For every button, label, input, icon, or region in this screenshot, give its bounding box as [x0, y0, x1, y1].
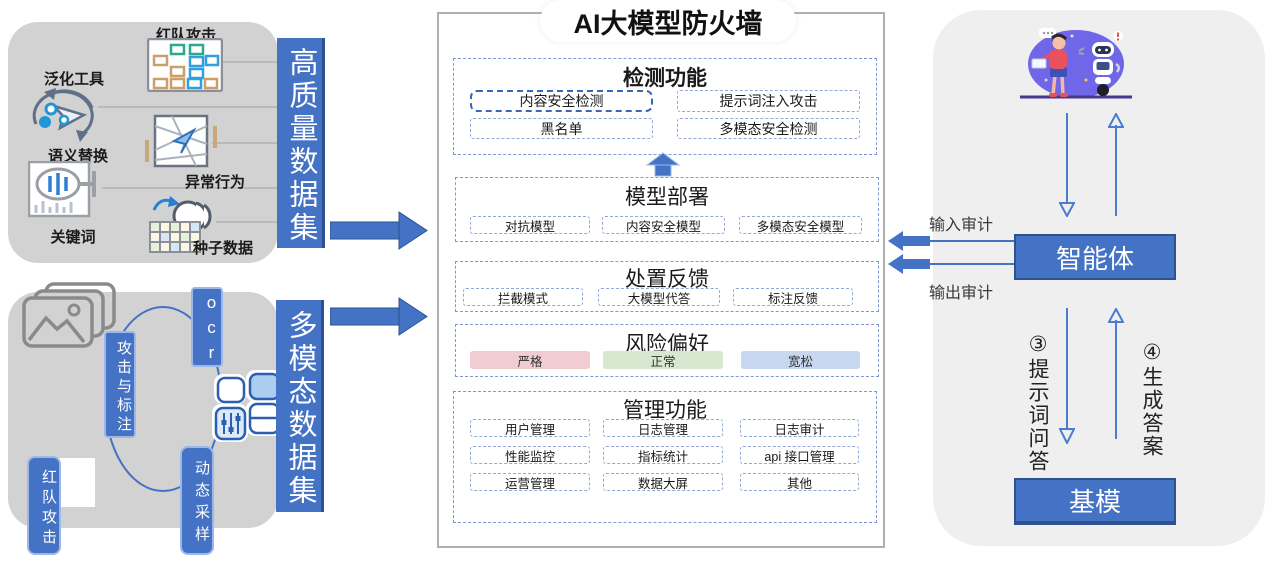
attack-annotate-pill: 攻击与标注 [104, 331, 136, 438]
chip-multimodal-safety-model[interactable]: 多模态安全模型 [739, 216, 862, 234]
connector-line [216, 221, 278, 223]
up-arrow-icon [645, 152, 681, 177]
chip-llm-proxy-answer[interactable]: 大模型代答 [598, 288, 720, 306]
connector-line [102, 187, 278, 189]
step4-gen-answer-label: ④生成答案 [1140, 340, 1163, 458]
chip-prompt-injection-attack[interactable]: 提示词注入攻击 [677, 90, 860, 112]
user-to-agent-arrow [1059, 113, 1075, 217]
section-detection-title: 检测功能 [623, 67, 707, 90]
dynamic-sampling-pill: 动态采样 [180, 446, 214, 555]
agent-node: 智能体 [1014, 234, 1176, 280]
input-audit-label: 输入审计 [929, 217, 994, 234]
section-disposition-title: 处置反馈 [625, 268, 709, 291]
chip-log-management[interactable]: 日志管理 [603, 419, 723, 437]
seed-data-label: 种子数据 [192, 240, 253, 257]
chip-multimodal-safety-detection[interactable]: 多模态安全检测 [677, 118, 860, 139]
high-quality-dataset-banner: 高质量数据集 [277, 38, 325, 248]
chip-annotation-feedback[interactable]: 标注反馈 [733, 288, 853, 306]
red-team-attack-pill: 红队攻击 [27, 456, 61, 555]
multimodal-to-firewall-arrow [330, 297, 428, 336]
generalize-tool-label: 泛化工具 [43, 71, 104, 88]
chip-user-management[interactable]: 用户管理 [470, 419, 590, 437]
chip-blacklist[interactable]: 黑名单 [470, 118, 653, 139]
keyword-label: 关键词 [50, 229, 96, 246]
risk-strict[interactable]: 严格 [470, 351, 590, 369]
section-management-title: 管理功能 [623, 399, 707, 422]
keyword-search-icon [28, 161, 96, 218]
generalize-tool-icon [32, 88, 94, 142]
connector-line [212, 142, 278, 144]
chip-metric-statistics[interactable]: 指标统计 [603, 446, 723, 464]
chip-api-management[interactable]: api 接口管理 [740, 446, 859, 464]
firewall-title: AI大模型防火墙 [540, 0, 796, 42]
chip-other[interactable]: 其他 [740, 473, 859, 491]
anomaly-behavior-label: 异常行为 [184, 174, 245, 191]
chip-intercept-mode[interactable]: 拦截模式 [463, 288, 583, 306]
base-to-agent-arrow [1108, 308, 1124, 439]
risk-loose[interactable]: 宽松 [741, 351, 860, 369]
agent-to-base-arrow [1059, 308, 1075, 444]
agent-to-user-arrow [1108, 113, 1124, 216]
base-model-node: 基模 [1014, 478, 1176, 525]
dataset-to-firewall-arrow [330, 211, 428, 250]
chip-operations-management[interactable]: 运营管理 [470, 473, 590, 491]
chip-performance-monitor[interactable]: 性能监控 [470, 446, 590, 464]
chip-adversarial-model[interactable]: 对抗模型 [470, 216, 590, 234]
ocr-pill: ocr [191, 287, 223, 368]
multimodal-dataset-banner: 多模态数据集 [276, 300, 324, 512]
red-team-attack-icon [147, 38, 223, 92]
output-audit-label: 输出审计 [929, 285, 994, 302]
chip-log-audit[interactable]: 日志审计 [740, 419, 859, 437]
connector-line [98, 106, 278, 108]
step3-prompt-qa-label: ③提示词问答 [1026, 332, 1049, 473]
risk-normal[interactable]: 正常 [603, 351, 723, 369]
seed-data-icon [149, 196, 212, 253]
anomaly-behavior-icon [145, 114, 217, 168]
chip-content-safety-detection[interactable]: 内容安全检测 [470, 90, 653, 112]
section-risk-title: 风险偏好 [625, 333, 709, 356]
human-robot-illustration [1020, 28, 1132, 99]
images-stack-icon [22, 282, 116, 348]
blank-card [56, 458, 95, 507]
chip-content-safety-model[interactable]: 内容安全模型 [602, 216, 725, 234]
connector-line [220, 61, 278, 63]
chip-data-dashboard[interactable]: 数据大屏 [603, 473, 723, 491]
app-windows-icon [212, 370, 282, 442]
section-deployment-title: 模型部署 [625, 186, 709, 209]
audit-arrows [888, 231, 1014, 274]
